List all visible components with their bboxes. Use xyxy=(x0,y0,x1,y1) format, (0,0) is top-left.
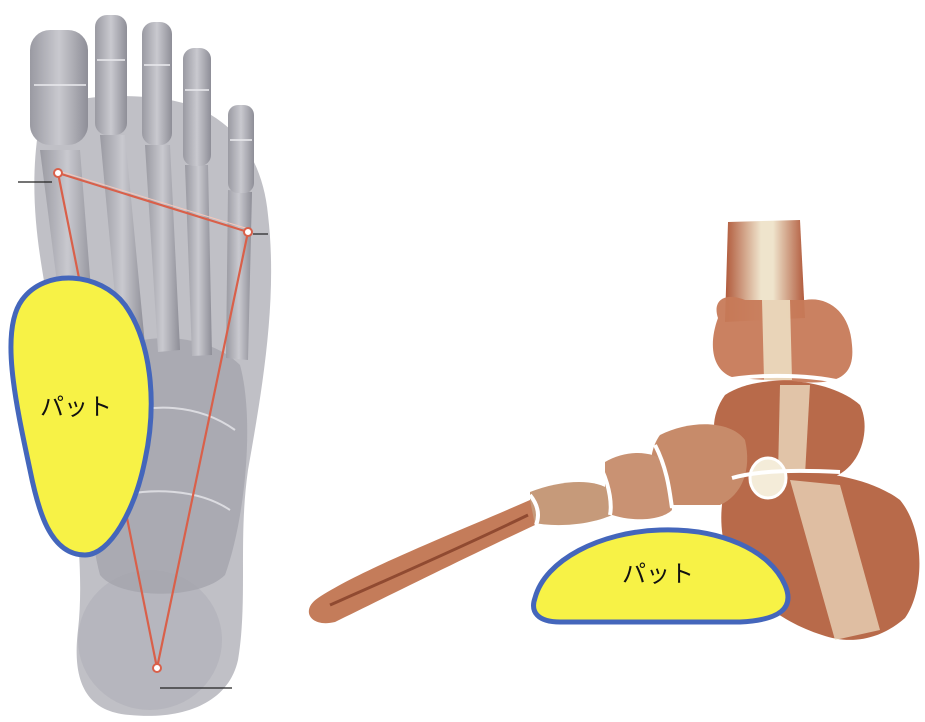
toe-4 xyxy=(183,48,211,166)
toe-3 xyxy=(142,22,172,145)
phalanges-lateral xyxy=(309,500,535,623)
foot-lateral-view: パット xyxy=(309,220,920,640)
toe-5 xyxy=(228,105,254,193)
toe-1 xyxy=(30,30,88,145)
metatarsal-lateral xyxy=(530,482,612,525)
foot-plantar-view: パット xyxy=(11,15,271,716)
sinus-tarsi xyxy=(750,458,786,498)
pad-label-right: パット xyxy=(622,560,694,588)
pad-label-left: パット xyxy=(40,393,112,421)
phalanx-shadow xyxy=(330,515,528,605)
arch-point-lateral xyxy=(244,228,252,236)
talus-highlight xyxy=(778,385,810,475)
tibia-highlight xyxy=(762,300,792,380)
arch-point-medial xyxy=(54,169,62,177)
toe-2 xyxy=(95,15,127,135)
arch-point-heel xyxy=(153,664,161,672)
